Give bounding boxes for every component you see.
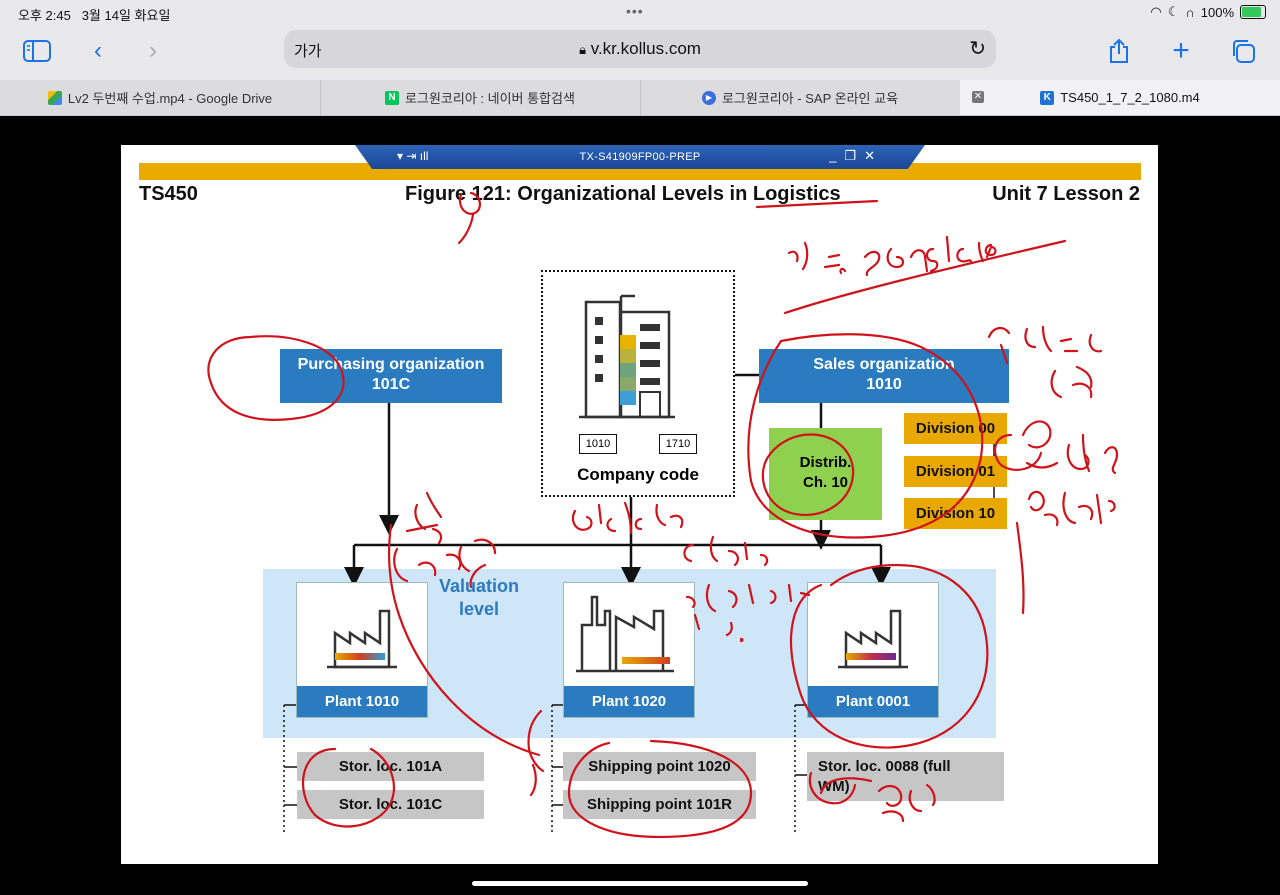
- status-bar: 오후 2:45 3월 14일 화요일 ••• ◠ ☾ ∩ 100%: [0, 0, 1280, 26]
- window-title: TX-S41909FP00-PREP: [579, 151, 701, 163]
- division-00: Division 00: [904, 413, 1007, 444]
- plant-0001-box: Plant 0001: [807, 582, 939, 718]
- factory-icon: [327, 609, 397, 669]
- tab-sap-course[interactable]: ▶ 로그원코리아 - SAP 온라인 교육: [640, 80, 961, 115]
- tab-google-drive[interactable]: Lv2 두번째 수업.mp4 - Google Drive: [0, 80, 321, 115]
- storage-location-101A: Stor. loc. 101A: [297, 752, 484, 781]
- company-code-box: 1010 1710 Company code: [541, 270, 735, 497]
- division-01: Division 01: [904, 456, 1007, 487]
- plant-1020-box: Plant 1020: [563, 582, 695, 718]
- plant-1020-label: Plant 1020: [564, 686, 694, 717]
- window-menu-icons[interactable]: ▾ ⇥ ıll: [397, 149, 429, 163]
- window-controls-icon[interactable]: _❐✕: [829, 148, 883, 163]
- close-tab-icon[interactable]: ✕: [972, 91, 984, 103]
- tab-naver[interactable]: N 로그원코리아 : 네이버 통합검색: [320, 80, 641, 115]
- company-code-label: Company code: [577, 465, 699, 484]
- company-code-1010: 1010: [579, 434, 617, 454]
- lock-icon: 🔒︎: [579, 42, 586, 57]
- address-bar[interactable]: 가가 🔒︎ v.kr.kollus.com ↻: [284, 30, 996, 68]
- headphones-icon: ∩: [1185, 4, 1195, 20]
- remote-window-bar: ▾ ⇥ ıll TX-S41909FP00-PREP _❐✕: [355, 145, 925, 169]
- figure-title: Figure 121: Organizational Levels in Log…: [405, 183, 841, 205]
- naver-icon: N: [385, 90, 400, 105]
- plant-1010-label: Plant 1010: [297, 686, 427, 717]
- google-drive-icon: [47, 90, 62, 105]
- company-code-1710: 1710: [659, 434, 697, 454]
- unit-lesson: Unit 7 Lesson 2: [992, 183, 1140, 205]
- reload-icon[interactable]: ↻: [969, 38, 986, 60]
- moon-icon: ☾: [1167, 4, 1180, 19]
- distribution-channel-box: Distrib.Ch. 10: [769, 428, 882, 520]
- shipping-point-101R: Shipping point 101R: [563, 790, 756, 819]
- tab-bar: Lv2 두번째 수업.mp4 - Google Drive N 로그원코리아 :…: [0, 80, 1280, 116]
- battery-icon: [1240, 5, 1266, 19]
- browser-toolbar: ‹ › 가가 🔒︎ v.kr.kollus.com ↻ +: [0, 26, 1280, 80]
- new-tab-icon[interactable]: +: [1172, 34, 1190, 67]
- video-slide[interactable]: ▾ ⇥ ıll TX-S41909FP00-PREP _❐✕ TS450 Fig…: [121, 145, 1158, 864]
- wifi-icon: ◠: [1150, 4, 1162, 19]
- tabs-overview-icon[interactable]: [1228, 36, 1258, 66]
- back-icon[interactable]: ‹: [94, 37, 102, 64]
- text-size-button[interactable]: 가가: [294, 43, 322, 60]
- handwritten-annotations: [207, 191, 1119, 839]
- course-code: TS450: [139, 183, 198, 205]
- status-indicators: ◠ ☾ ∩ 100%: [1150, 4, 1266, 20]
- home-indicator[interactable]: [472, 881, 808, 886]
- url-text: 🔒︎ v.kr.kollus.com: [579, 39, 701, 58]
- building-icon: [579, 294, 675, 419]
- multitask-dots-icon[interactable]: •••: [626, 3, 644, 19]
- factory-icon: [838, 609, 908, 669]
- kollus-icon: K: [1040, 90, 1055, 105]
- warehouse-factory-icon: [576, 595, 674, 673]
- plant-0001-label: Plant 0001: [808, 686, 938, 717]
- battery-percent: 100%: [1200, 4, 1234, 20]
- plant-1010-box: Plant 1010: [296, 582, 428, 718]
- status-time: 오후 2:45 3월 14일 화요일: [18, 8, 171, 23]
- forward-icon[interactable]: ›: [149, 37, 157, 64]
- sidebar-icon[interactable]: [22, 36, 52, 66]
- tab-kollus-video[interactable]: ✕ K TS450_1_7_2_1080.m4: [960, 80, 1280, 115]
- division-10: Division 10: [904, 498, 1007, 529]
- share-icon[interactable]: [1104, 36, 1134, 66]
- play-icon: ▶: [701, 90, 716, 105]
